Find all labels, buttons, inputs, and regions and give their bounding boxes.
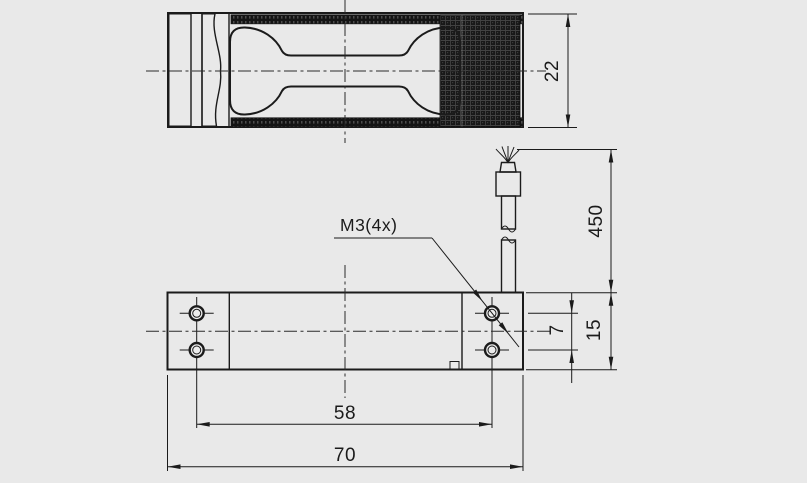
dimension-value: 450 [586,204,607,237]
section-hatch-strip-wavy [201,13,222,127]
arrowhead [569,300,574,314]
arrowhead [479,422,492,427]
cable-sleeve [495,171,522,197]
threaded-hole-minor [192,308,202,318]
threaded-hole-minor [487,308,497,318]
threaded-hole [483,341,501,359]
arrowhead [608,279,614,293]
cable-ferrule [499,161,517,173]
cable-wire [507,149,520,164]
arrowhead [608,356,614,370]
arrowhead [608,292,614,306]
section-hatch-block [168,13,192,127]
arrowhead [569,350,574,363]
bone-cutout [229,26,461,116]
arrowhead [498,322,509,334]
threaded-hole-minor [192,345,202,355]
cable [495,146,522,294]
arrowhead [565,114,571,128]
top-knurl-strip [230,14,524,25]
threaded-hole [188,305,205,322]
threaded-hole [188,341,205,359]
cable-wire [495,148,509,164]
arrowhead [510,464,523,469]
arrowhead [167,464,181,469]
dimension-value: 70 [334,445,356,466]
dimension-body-width: 15 [526,292,617,371]
side-section-view [146,0,546,143]
threaded-hole-minor [487,345,497,355]
arrowhead [196,422,210,427]
cable-tube-upper [500,195,517,230]
thread-callout: M3(4x) [334,215,520,348]
dimension-value: 22 [542,60,563,82]
dimension-value: 58 [334,403,356,424]
bottom-knurl-strip [230,117,524,128]
dimension-body-height: 22 [528,13,577,128]
cable-wire [501,146,509,164]
arrowhead [565,14,571,27]
arrowhead [608,149,614,163]
cable-tube-lower [500,239,517,294]
corner-notch [449,361,460,370]
thread-callout-text: M3(4x) [340,215,397,235]
dimension-value: 7 [547,324,568,335]
dimension-total-length: 70 [167,375,524,471]
cable-break-line [501,225,516,233]
dimension-cable-length: 450 [517,149,617,370]
arrowhead [472,289,483,302]
dimension-hole-pitch-horizontal: 58 [196,403,492,427]
dimension-value: 15 [584,319,605,341]
dimension-hole-pitch-vertical: 7 [528,293,578,383]
top-view [146,146,551,428]
